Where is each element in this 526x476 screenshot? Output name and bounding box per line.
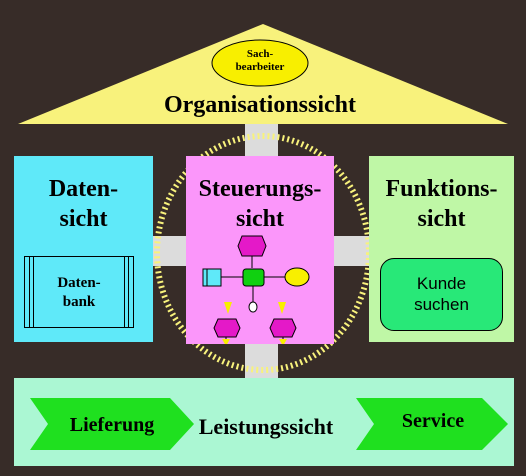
service-view-title: Leistungssicht	[198, 414, 334, 439]
function-icon	[242, 268, 265, 287]
data-object-icon	[202, 268, 222, 287]
database-store: Daten- bank	[24, 256, 134, 328]
event-top-icon	[237, 235, 267, 257]
process-chain	[202, 235, 310, 344]
database-line-2: bank	[62, 294, 96, 310]
function-box: Kunde suchen	[380, 258, 503, 331]
roof-title: Organisationssicht	[163, 92, 357, 118]
connector-top	[245, 124, 278, 158]
org-unit-icon	[284, 267, 310, 287]
role-ellipse: Sach- bearbeiter	[210, 38, 310, 88]
connector-icon	[248, 301, 258, 313]
function-box-line-1: Kunde	[416, 274, 467, 293]
arrow-right-label: Service	[401, 410, 465, 432]
connector-right	[334, 236, 369, 266]
connector-left	[151, 236, 186, 266]
function-box-line-2: suchen	[414, 295, 469, 314]
event-right-icon	[269, 318, 297, 338]
data-view-title-2: sicht	[59, 206, 108, 232]
data-view-title-1: Daten-	[48, 176, 119, 202]
arrow-right	[356, 398, 508, 450]
event-left-icon	[213, 318, 241, 338]
role-line-1: Sach-	[246, 48, 274, 60]
function-view-title-1: Funktions-	[385, 176, 498, 202]
data-view-panel: Daten- sicht Daten- bank	[14, 156, 153, 342]
control-view-title-2: sicht	[236, 206, 284, 232]
function-view-panel: Funktions- sicht Kunde suchen	[369, 156, 514, 342]
arrow-left	[30, 398, 194, 450]
control-view-title-1: Steuerungs-	[198, 176, 322, 202]
function-view-title-2: sicht	[417, 206, 466, 232]
database-line-1: Daten-	[57, 275, 101, 291]
role-line-2: bearbeiter	[235, 61, 285, 73]
arrow-left-label: Lieferung	[69, 414, 155, 436]
